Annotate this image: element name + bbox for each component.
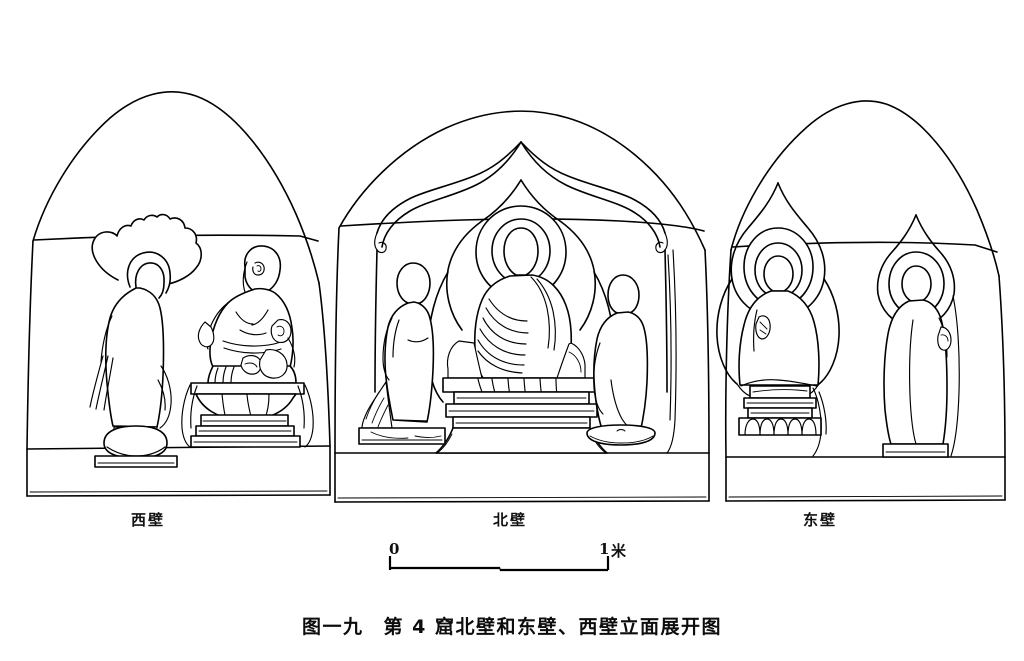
scale-bar-unit-label: 米 <box>611 542 627 560</box>
north-seated-buddha <box>435 205 608 454</box>
panel-west-wall <box>26 91 331 497</box>
east-standing-buddha <box>876 214 960 458</box>
figure-caption-title: 第 4 窟北壁和东壁、西壁立面展开图 <box>383 616 722 638</box>
west-standing-buddha <box>89 213 203 468</box>
north-canopy-arch <box>374 141 677 454</box>
north-attendant-left <box>358 262 446 445</box>
north-attendant-right <box>586 274 656 446</box>
wall-label-north: 北壁 <box>492 511 527 529</box>
east-seated-buddha <box>716 182 840 457</box>
wall-label-west: 西壁 <box>130 511 165 529</box>
figure-caption: 图一九第 4 窟北壁和东壁、西壁立面展开图 <box>0 612 1024 639</box>
scale-bar: 0 1 米 <box>383 540 643 574</box>
scale-bar-start-label: 0 <box>389 540 400 558</box>
wall-label-east: 东壁 <box>802 511 837 529</box>
panel-north-wall <box>334 110 710 503</box>
figure-caption-number: 图一九 <box>302 616 364 638</box>
panel-east-wall <box>716 100 1006 502</box>
scale-bar-end-label: 1 <box>599 540 610 558</box>
west-seated-pensive-figure <box>181 245 314 448</box>
scale-bar-graphic <box>388 556 610 572</box>
